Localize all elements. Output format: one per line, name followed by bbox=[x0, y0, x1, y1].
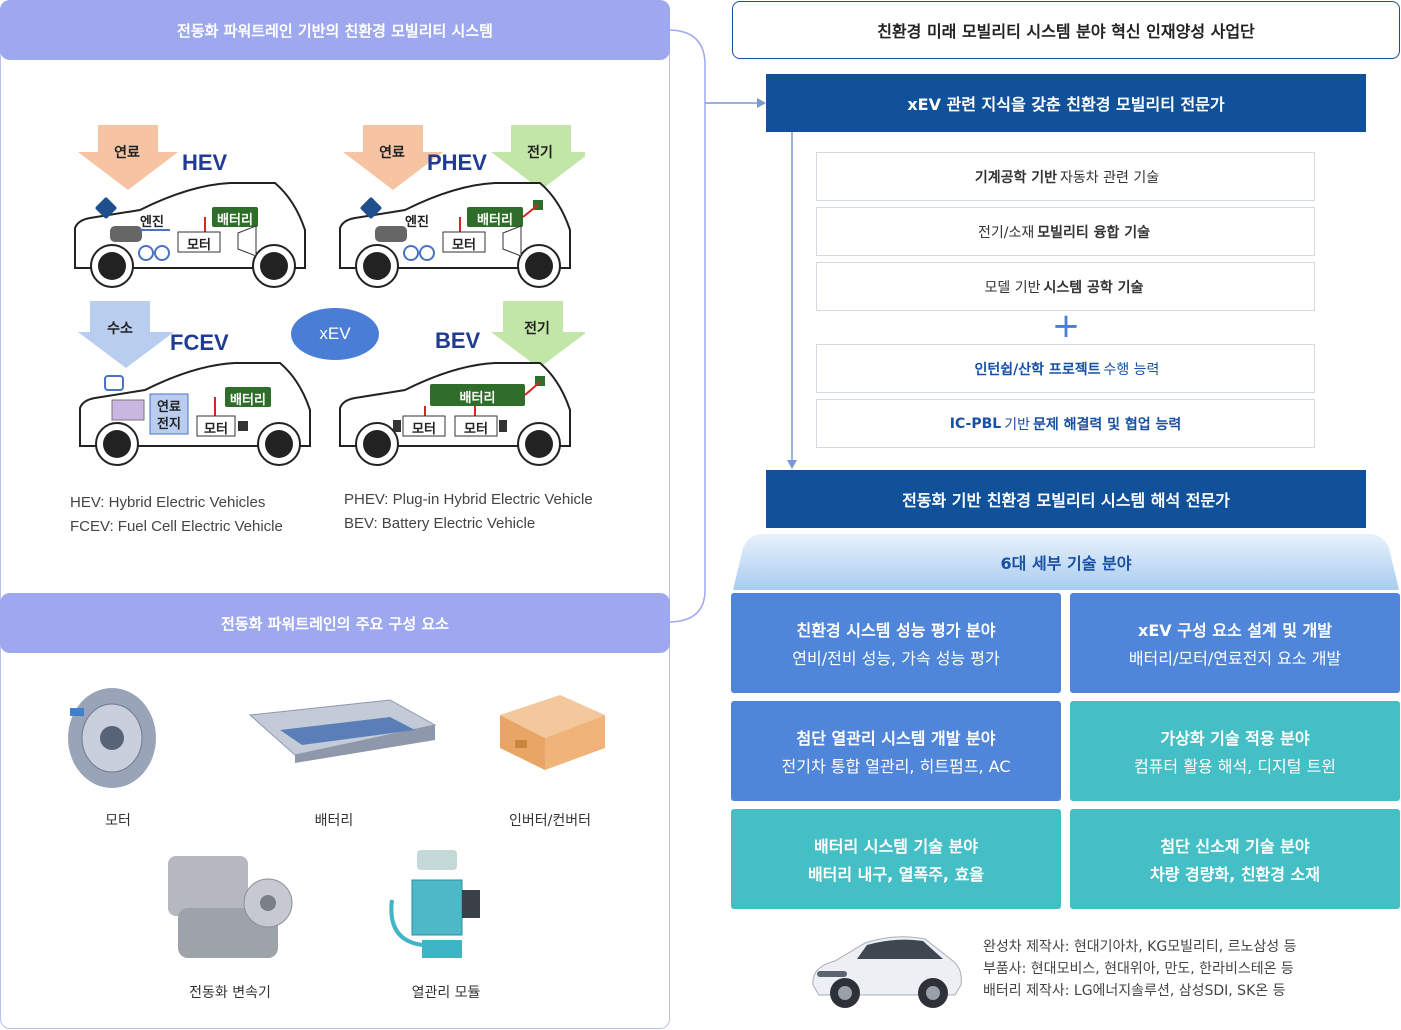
definitions-right: PHEV: Plug-in Hybrid Electric Vehicle BE… bbox=[344, 488, 593, 536]
component-label-e-transmission: 전동화 변속기 bbox=[189, 985, 271, 1001]
manufacturers-oem: 완성차 제작사: 현대기아차, KG모빌리티, 르노삼성 등 bbox=[983, 939, 1297, 955]
hev-part-battery: 배터리 bbox=[217, 213, 253, 228]
fields-header-shape bbox=[733, 534, 1399, 590]
goal-xev-expert: xEV 관련 지식을 갖춘 친환경 모빌리티 전문가 bbox=[766, 74, 1366, 132]
manufacturers-parts: 부품사: 현대모비스, 현대위아, 만도, 한라비스테온 등 bbox=[983, 961, 1294, 977]
ioniq-car-image bbox=[812, 936, 962, 1008]
definitions-left: HEV: Hybrid Electric Vehicles FCEV: Fuel… bbox=[70, 491, 283, 539]
component-label-thermal-module: 열관리 모듈 bbox=[411, 985, 481, 1001]
skill-systems-text: 모델 기반 bbox=[984, 279, 1041, 296]
components-panel-title: 전동화 파워트레인의 주요 구성 요소 bbox=[0, 593, 670, 653]
skill-mechanical-text: 자동차 관련 기술 bbox=[1060, 169, 1160, 186]
plus-icon: + bbox=[1051, 306, 1081, 346]
skill-systems-bold: 시스템 공학 기술 bbox=[1043, 279, 1144, 296]
phev-part-engine: 엔진 bbox=[405, 215, 429, 230]
fcev-part-battery: 배터리 bbox=[230, 393, 266, 408]
hev-part-motor: 모터 bbox=[187, 238, 211, 253]
skill-internship-text: 수행 능력 bbox=[1103, 361, 1160, 378]
fcev-car-illustration bbox=[78, 301, 311, 466]
skill-internship-bold: 인턴쉽/산학 프로젝트 bbox=[974, 361, 1101, 378]
component-label-motor: 모터 bbox=[105, 813, 131, 829]
field-title: 첨단 신소재 기술 분야 bbox=[1160, 837, 1310, 856]
bev-car-illustration bbox=[339, 301, 587, 466]
field-title: 첨단 열관리 시스템 개발 분야 bbox=[796, 729, 996, 748]
skill-convergence-text: 전기/소재 bbox=[977, 224, 1035, 241]
hev-title: HEV bbox=[182, 150, 228, 175]
fcev-title: FCEV bbox=[170, 330, 229, 355]
skill-ic-pbl-bold: IC-PBL bbox=[949, 415, 1002, 432]
hev-car-illustration bbox=[74, 125, 306, 288]
field-advanced-materials: 첨단 신소재 기술 분야 차량 경량화, 친환경 소재 bbox=[1070, 809, 1400, 909]
definition-bev: BEV: Battery Electric Vehicle bbox=[344, 515, 536, 532]
car-diagram-phev: 연료 전기 PHEV 엔진 배터리 모터 bbox=[335, 120, 591, 290]
fcev-part-fuel: 연료 bbox=[157, 400, 181, 415]
manufacturers-list: 완성차 제작사: 현대기아차, KG모빌리티, 르노삼성 등 부품사: 현대모비… bbox=[983, 936, 1297, 1002]
field-thermal-management: 첨단 열관리 시스템 개발 분야 전기차 통합 열관리, 히트펌프, AC bbox=[731, 701, 1061, 801]
manufacturers-battery: 배터리 제작사: LG에너지솔루션, 삼성SDI, SK온 등 bbox=[983, 983, 1286, 999]
xev-system-panel-title: 전동화 파워트레인 기반의 친환경 모빌리티 시스템 bbox=[0, 0, 670, 60]
field-virtualization: 가상화 기술 적용 분야 컴퓨터 활용 해석, 디지털 트윈 bbox=[1070, 701, 1400, 801]
motor-image bbox=[68, 688, 156, 788]
skill-mechanical-bold: 기계공학 기반 bbox=[974, 169, 1058, 186]
skill-ic-pbl-text: 기반 bbox=[1004, 416, 1030, 433]
field-performance-evaluation: 친환경 시스템 성능 평가 분야 연비/전비 성능, 가속 성능 평가 bbox=[731, 593, 1061, 693]
field-sub: 차량 경량화, 친환경 소재 bbox=[1150, 865, 1320, 884]
component-label-inverter-converter: 인버터/컨버터 bbox=[509, 813, 591, 829]
bev-part-motor-front: 모터 bbox=[412, 422, 436, 437]
battery-image bbox=[248, 699, 437, 763]
goal-analysis-expert: 전동화 기반 친환경 모빌리티 시스템 해석 전문가 bbox=[766, 470, 1366, 528]
field-sub: 배터리/모터/연료전지 요소 개발 bbox=[1128, 649, 1342, 668]
phev-car-illustration bbox=[339, 125, 591, 288]
fields-header: 6대 세부 기술 분야 bbox=[1000, 554, 1132, 573]
hev-input-fuel-label: 연료 bbox=[114, 145, 140, 161]
program-title: 친환경 미래 모빌리티 시스템 분야 혁신 인재양성 사업단 bbox=[732, 1, 1400, 59]
inverter-converter-image bbox=[500, 695, 605, 770]
fcev-part-motor: 모터 bbox=[204, 422, 228, 437]
bev-title: BEV bbox=[435, 328, 481, 353]
phev-part-motor: 모터 bbox=[452, 238, 476, 253]
bev-part-battery: 배터리 bbox=[459, 391, 496, 406]
thermal-module-image bbox=[389, 850, 480, 958]
field-title: 친환경 시스템 성능 평가 분야 bbox=[796, 621, 996, 640]
definition-fcev: FCEV: Fuel Cell Electric Vehicle bbox=[70, 518, 283, 535]
hev-part-engine: 엔진 bbox=[140, 215, 164, 230]
skill-ic-pbl-bold-post: 문제 해결력 및 협업 능력 bbox=[1032, 416, 1182, 433]
field-battery-system: 배터리 시스템 기술 분야 배터리 내구, 열폭주, 효율 bbox=[731, 809, 1061, 909]
car-diagram-hev: 연료 HEV 엔진 배터리 모터 bbox=[70, 120, 320, 290]
field-xev-component-design: xEV 구성 요소 설계 및 개발 배터리/모터/연료전지 요소 개발 bbox=[1070, 593, 1400, 693]
skill-convergence-bold: 모빌리티 융합 기술 bbox=[1037, 224, 1151, 241]
phev-input-electricity-label: 전기 bbox=[527, 145, 553, 161]
field-sub: 배터리 내구, 열폭주, 효율 bbox=[807, 865, 985, 884]
field-title: 가상화 기술 적용 분야 bbox=[1160, 729, 1310, 748]
fcev-input-hydrogen-label: 수소 bbox=[107, 321, 133, 337]
bev-part-motor-rear: 모터 bbox=[464, 422, 488, 437]
field-sub: 연비/전비 성능, 가속 성능 평가 bbox=[792, 649, 1000, 668]
field-sub: 전기차 통합 열관리, 히트펌프, AC bbox=[781, 757, 1011, 776]
e-transmission-image bbox=[168, 856, 293, 958]
fcev-part-cell: 전지 bbox=[157, 417, 181, 432]
car-diagram-fcev: 수소 FCEV 연료 전지 배터리 모터 bbox=[70, 298, 320, 468]
bev-input-electricity-label: 전기 bbox=[524, 321, 550, 337]
field-sub: 컴퓨터 활용 해석, 디지털 트윈 bbox=[1133, 757, 1337, 776]
car-diagram-bev: 전기 BEV 배터리 모터 모터 bbox=[335, 298, 587, 468]
definition-phev: PHEV: Plug-in Hybrid Electric Vehicle bbox=[344, 491, 593, 508]
definition-hev: HEV: Hybrid Electric Vehicles bbox=[70, 494, 266, 511]
component-label-battery: 배터리 bbox=[314, 813, 354, 829]
phev-part-battery: 배터리 bbox=[477, 213, 513, 228]
field-title: 배터리 시스템 기술 분야 bbox=[814, 837, 978, 856]
field-title: xEV 구성 요소 설계 및 개발 bbox=[1138, 621, 1332, 640]
phev-input-fuel-label: 연료 bbox=[379, 145, 405, 161]
xev-center-badge: xEV bbox=[291, 308, 379, 360]
phev-title: PHEV bbox=[427, 150, 487, 175]
components-panel bbox=[0, 593, 670, 1029]
